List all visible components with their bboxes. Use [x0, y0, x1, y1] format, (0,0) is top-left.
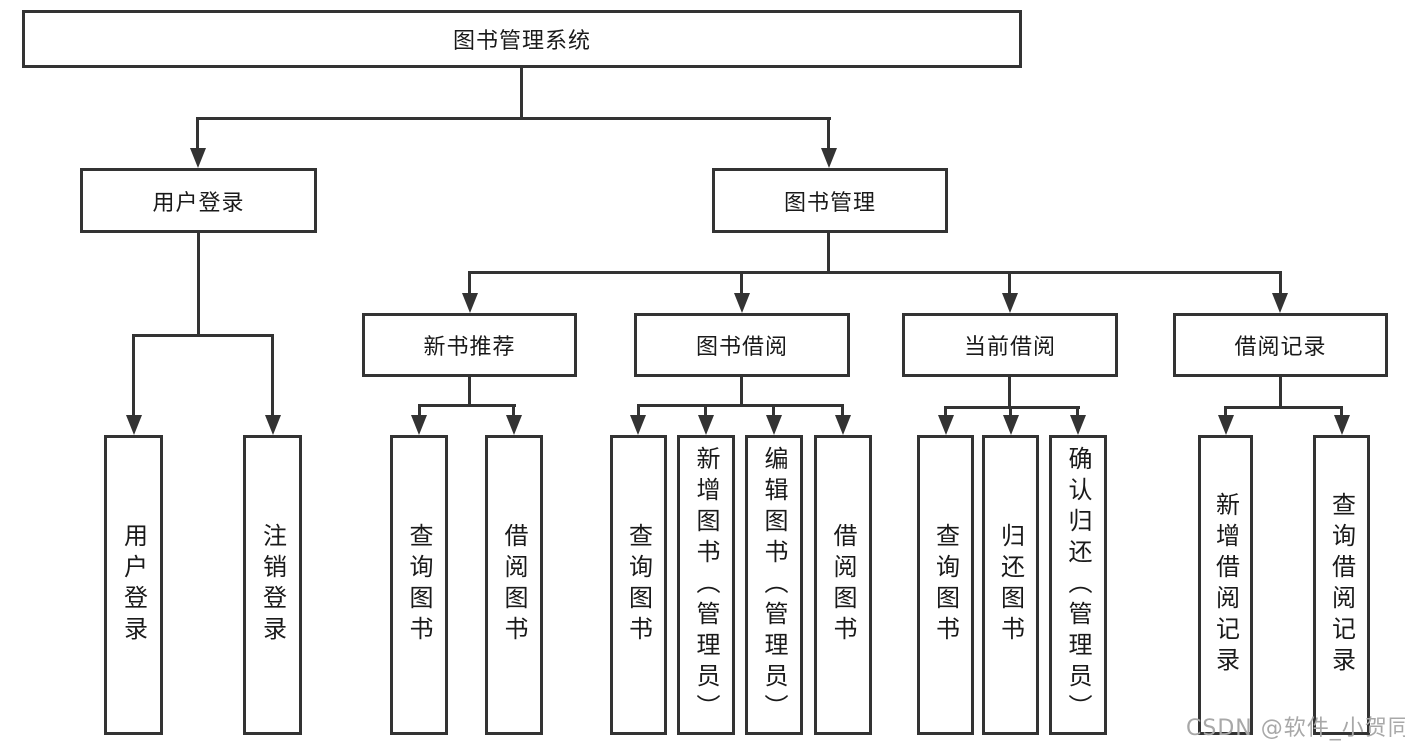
arrowhead-down-icon	[265, 415, 281, 435]
connector-vline	[944, 406, 947, 418]
leaf-return-books-label: 归还图书	[996, 523, 1025, 647]
leaf-user-login-label: 用户登录	[119, 523, 148, 647]
connector-vline	[418, 404, 421, 418]
leaf-add-borrow-record: 新增借阅记录	[1198, 435, 1253, 735]
node-book-management: 图书管理	[712, 168, 948, 233]
node-new-book-recommend-label: 新书推荐	[423, 335, 516, 360]
leaf-borrow-books-label: 借阅图书	[829, 523, 857, 647]
leaf-borrow-books-recommend: 借阅图书	[485, 435, 543, 735]
connector-hline	[1224, 406, 1343, 409]
connector-vline	[704, 404, 707, 418]
connector-vline	[1279, 377, 1282, 408]
arrowhead-down-icon	[1218, 415, 1234, 435]
leaf-query-borrow-record-label: 查询借阅记录	[1327, 492, 1356, 678]
connector-hline	[469, 271, 1282, 274]
connector-vline	[1340, 406, 1343, 418]
connector-vline	[827, 233, 830, 274]
arrowhead-down-icon	[411, 415, 427, 435]
leaf-confirm-return-admin: 确认归还（管理员）	[1049, 435, 1107, 735]
arrowhead-down-icon	[698, 415, 714, 435]
connector-vline	[468, 271, 471, 297]
connector-hline	[944, 406, 1080, 409]
connector-vline	[841, 404, 844, 418]
leaf-add-borrow-record-label: 新增借阅记录	[1211, 492, 1240, 678]
csdn-watermark: CSDN @软件_小贺同学	[1186, 716, 1405, 741]
node-root: 图书管理系统	[22, 10, 1022, 68]
connector-vline	[827, 117, 830, 150]
leaf-query-books-borrow-label: 查询图书	[624, 523, 653, 647]
connector-vline	[512, 404, 515, 418]
node-root-label: 图书管理系统	[452, 29, 591, 54]
connector-vline	[1279, 271, 1282, 297]
connector-vline	[1008, 271, 1011, 297]
connector-vline	[1076, 406, 1079, 418]
leaf-query-books-recommend-label: 查询图书	[405, 523, 433, 647]
leaf-query-books-current-label: 查询图书	[931, 523, 960, 647]
node-book-management-label: 图书管理	[783, 190, 876, 216]
connector-vline	[740, 271, 743, 297]
leaf-query-borrow-record: 查询借阅记录	[1313, 435, 1370, 735]
connector-vline	[520, 68, 523, 120]
connector-vline	[740, 377, 743, 406]
arrowhead-down-icon	[766, 415, 782, 435]
leaf-user-login: 用户登录	[104, 435, 163, 735]
leaf-logout: 注销登录	[243, 435, 302, 735]
arrowhead-down-icon	[630, 415, 646, 435]
leaf-logout-label: 注销登录	[258, 523, 287, 647]
arrowhead-down-icon	[1334, 415, 1350, 435]
leaf-edit-books-admin: 编辑图书（管理员）	[745, 435, 803, 735]
connector-vline	[1008, 377, 1011, 408]
arrowhead-down-icon	[938, 415, 954, 435]
node-user-login-label: 用户登录	[152, 190, 245, 216]
node-book-borrow: 图书借阅	[634, 313, 850, 377]
leaf-return-books: 归还图书	[982, 435, 1039, 735]
arrowhead-down-icon	[835, 415, 851, 435]
connector-hline	[418, 404, 516, 407]
node-user-login: 用户登录	[80, 168, 317, 233]
leaf-query-books-current: 查询图书	[917, 435, 974, 735]
node-new-book-recommend: 新书推荐	[362, 313, 577, 377]
connector-hline	[132, 334, 274, 337]
leaf-add-books-admin: 新增图书（管理员）	[677, 435, 735, 735]
arrowhead-down-icon	[462, 293, 478, 313]
connector-hline	[637, 404, 844, 407]
arrowhead-down-icon	[506, 415, 522, 435]
arrowhead-down-icon	[734, 293, 750, 313]
arrowhead-down-icon	[190, 148, 206, 168]
leaf-edit-books-admin-label: 编辑图书（管理员）	[760, 445, 788, 725]
node-borrow-records-label: 借阅记录	[1234, 335, 1327, 360]
connector-hline	[197, 117, 831, 120]
node-current-borrow: 当前借阅	[902, 313, 1118, 377]
connector-vline	[197, 233, 200, 336]
leaf-query-books-borrow: 查询图书	[610, 435, 667, 735]
node-current-borrow-label: 当前借阅	[963, 335, 1056, 360]
arrowhead-down-icon	[1272, 293, 1288, 313]
connector-vline	[132, 334, 135, 416]
leaf-confirm-return-admin-label: 确认归还（管理员）	[1064, 445, 1092, 725]
arrowhead-down-icon	[1002, 293, 1018, 313]
leaf-borrow-books: 借阅图书	[814, 435, 872, 735]
connector-vline	[468, 377, 471, 406]
arrowhead-down-icon	[821, 148, 837, 168]
arrowhead-down-icon	[1003, 415, 1019, 435]
connector-vline	[196, 117, 199, 150]
leaf-query-books-recommend: 查询图书	[390, 435, 448, 735]
connector-vline	[1224, 406, 1227, 418]
connector-vline	[772, 404, 775, 418]
leaf-add-books-admin-label: 新增图书（管理员）	[692, 445, 720, 725]
arrowhead-down-icon	[1070, 415, 1086, 435]
leaf-borrow-books-recommend-label: 借阅图书	[500, 523, 528, 647]
node-book-borrow-label: 图书借阅	[695, 335, 788, 360]
connector-vline	[1009, 406, 1012, 418]
node-borrow-records: 借阅记录	[1173, 313, 1388, 377]
connector-vline	[637, 404, 640, 418]
connector-vline	[271, 334, 274, 416]
arrowhead-down-icon	[126, 415, 142, 435]
